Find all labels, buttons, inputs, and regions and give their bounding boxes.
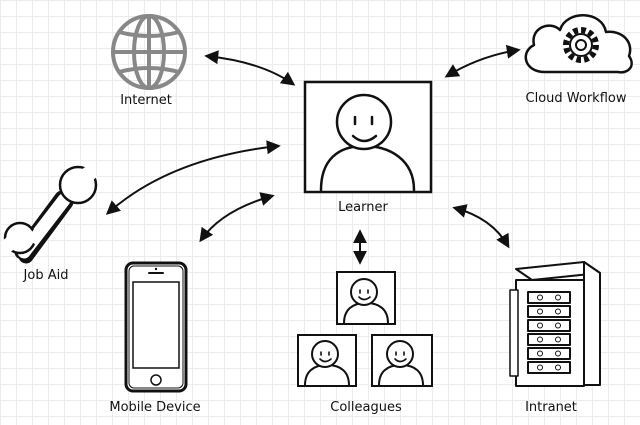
wrench-icon	[1, 164, 98, 264]
connectors	[105, 44, 521, 265]
internet-label: Internet	[120, 93, 172, 108]
edge-cloud-learner	[444, 44, 521, 78]
server-rack-icon	[509, 261, 601, 387]
colleagues-label: Colleagues	[330, 400, 402, 415]
job-aid-label: Job Aid	[23, 268, 69, 283]
cloud-workflow-label: Cloud Workflow	[525, 91, 627, 106]
edge-mobile-learner	[199, 192, 275, 243]
globe-icon	[111, 14, 187, 90]
phone-icon	[124, 261, 188, 393]
edge-intranet-learner	[452, 204, 510, 249]
colleague-card-left	[297, 334, 357, 387]
gear-icon	[563, 27, 599, 63]
colleague-card-top	[336, 271, 396, 325]
learner-node	[303, 80, 433, 194]
colleague-card-right	[371, 334, 433, 387]
cloud-gear-icon	[524, 14, 633, 74]
edge-internet-learner	[204, 50, 296, 86]
intranet-label: Intranet	[525, 400, 577, 415]
learner-icon	[319, 93, 416, 192]
mobile-device-label: Mobile Device	[109, 400, 201, 415]
colleagues-node	[297, 271, 433, 387]
edge-jobaid-learner	[105, 140, 281, 215]
learner-label: Learner	[338, 200, 388, 215]
